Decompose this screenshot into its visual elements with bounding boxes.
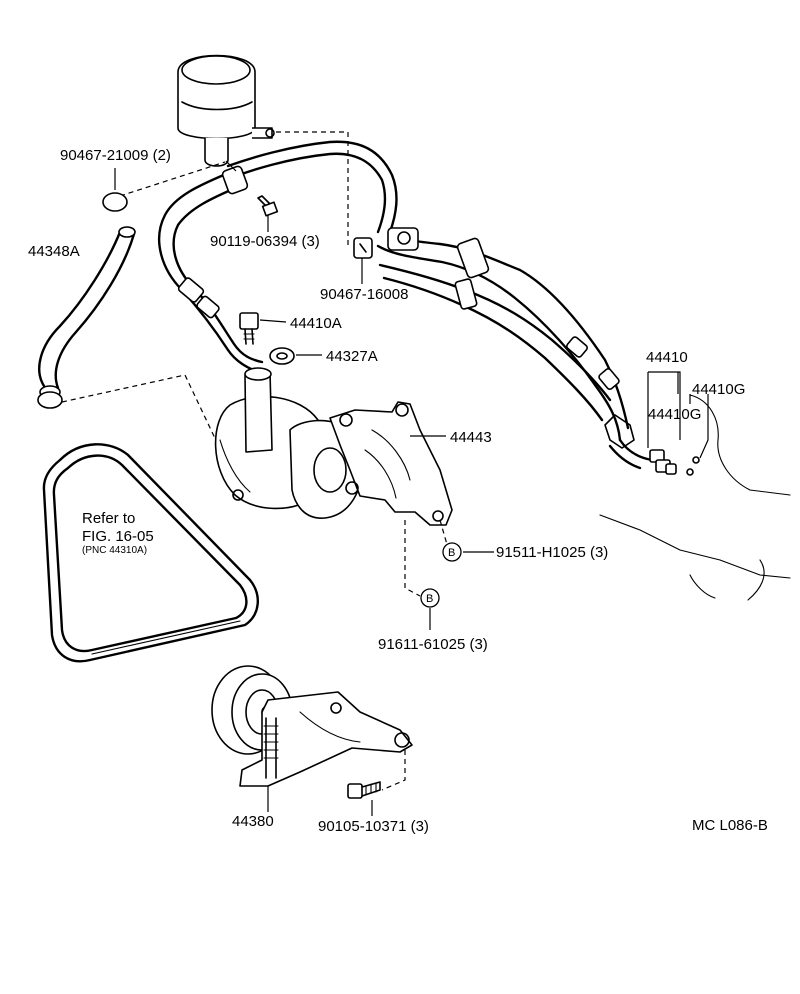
dash-bracket-bolt-b1: [439, 519, 449, 549]
callout-tube-g-upper: 44410G: [692, 381, 745, 398]
bolt-90119: [257, 195, 279, 217]
union-bolt: [239, 312, 259, 345]
leader-44410: [647, 371, 681, 448]
idler-bracket: [239, 691, 413, 787]
leader-union-bolt: [259, 319, 287, 323]
engine-outline: [599, 514, 791, 579]
callout-bolt-91611: 91611-61025 (3): [378, 636, 488, 653]
callout-pressure-tube: 44410: [646, 349, 688, 366]
badge-b2-label: B: [426, 593, 433, 605]
reservoir: [177, 54, 275, 167]
engine-outline-mid: [689, 574, 716, 599]
callout-bolt-91511: 91511-H1025 (3): [496, 544, 608, 561]
callout-clamp-16008: 90467-16008: [320, 286, 408, 303]
belt-note-line3: (PNC 44310A): [82, 545, 147, 556]
badge-b2: B: [420, 588, 440, 608]
dash-bracket-bolt-b2: [404, 520, 421, 597]
engine-outline-lower: [747, 559, 765, 601]
callout-idler: 44380: [232, 813, 274, 830]
pump-bracket: [329, 401, 453, 526]
callout-tube-g-lower: 44410G: [648, 406, 701, 423]
dash-idler-bolt: [381, 750, 406, 791]
badge-b1: B: [442, 542, 462, 562]
callout-hose-clamp: 90467-21009 (2): [60, 147, 171, 164]
hose-clamp: [37, 192, 128, 409]
badge-b1-label: B: [448, 547, 455, 559]
gasket: [269, 347, 295, 365]
belt-note-line2: FIG. 16-05: [82, 528, 154, 545]
drive-belt: [42, 443, 259, 663]
callout-bolt-90105: 90105-10371 (3): [318, 818, 429, 835]
bolt-90105: [347, 750, 406, 799]
dash-reservoir-bolt: [276, 131, 349, 248]
leader-clamp-reservoir: [225, 160, 237, 172]
pressure-tube: [376, 227, 700, 476]
callout-bolt-90119: 90119-06394 (3): [210, 233, 320, 250]
clamp-16008: [353, 237, 373, 259]
return-hose: [157, 140, 398, 374]
dash-clamp-reservoir: [119, 161, 226, 197]
belt-note-line1: Refer to: [82, 510, 135, 527]
callout-gasket: 44327A: [326, 348, 378, 365]
callout-union-bolt: 44410A: [290, 315, 342, 332]
engine-outline-upper: [689, 394, 791, 496]
leader-44410g: [689, 394, 709, 459]
callout-bracket: 44443: [450, 429, 492, 446]
figure-code: MC L086-B: [692, 817, 768, 834]
callout-inlet-hose: 44348A: [28, 243, 80, 260]
